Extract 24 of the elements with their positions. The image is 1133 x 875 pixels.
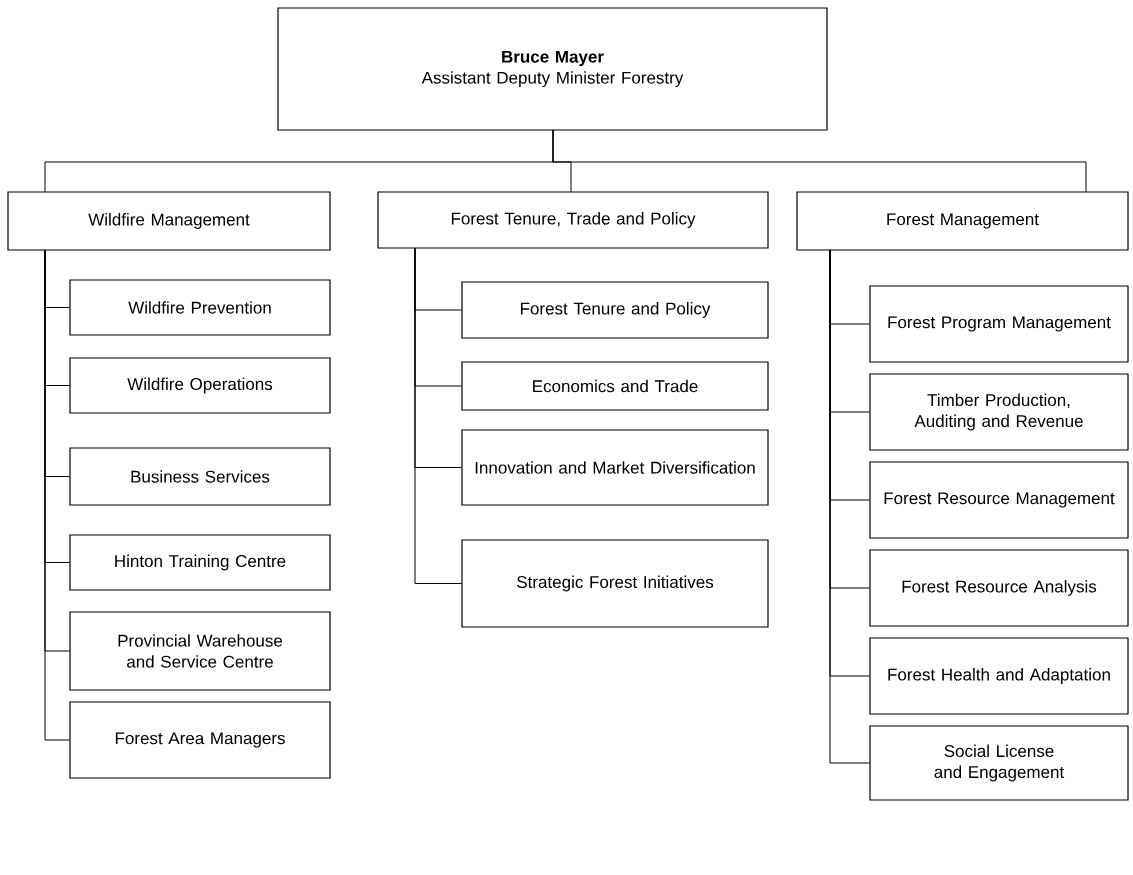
branch-box: Forest Tenure and Policy [461, 281, 769, 339]
branch-box: Innovation and Market Diversification [461, 429, 769, 506]
head-box: Bruce Mayer Assistant Deputy Minister Forestry [277, 7, 828, 131]
division-box: Forest Tenure, Trade and Policy [377, 191, 769, 249]
branch-box: Forest Resource Analysis [869, 549, 1129, 627]
branch-box: Economics and Trade [461, 361, 769, 411]
branch-box: Forest Area Managers [69, 701, 331, 779]
branch-box: Business Services [69, 447, 331, 506]
branch-box: Strategic Forest Initiatives [461, 539, 769, 628]
connector-line [552, 129, 1087, 193]
connector-line [414, 247, 462, 584]
branch-box: Social License and Engagement [869, 725, 1129, 801]
branch-box: Provincial Warehouse and Service Centre [69, 611, 331, 691]
connector-line [44, 249, 70, 741]
branch-box: Wildfire Operations [69, 357, 331, 414]
division-box: Forest Management [796, 191, 1129, 251]
branch-box: Wildfire Prevention [69, 279, 331, 336]
branch-box: Forest Resource Management [869, 461, 1129, 539]
connector-line [829, 249, 870, 764]
branch-box: Timber Production, Auditing and Revenue [869, 373, 1129, 451]
branch-box: Hinton Training Centre [69, 534, 331, 591]
branch-box: Forest Program Management [869, 285, 1129, 363]
division-box: Wildfire Management [7, 191, 331, 251]
branch-box: Forest Health and Adaptation [869, 637, 1129, 715]
